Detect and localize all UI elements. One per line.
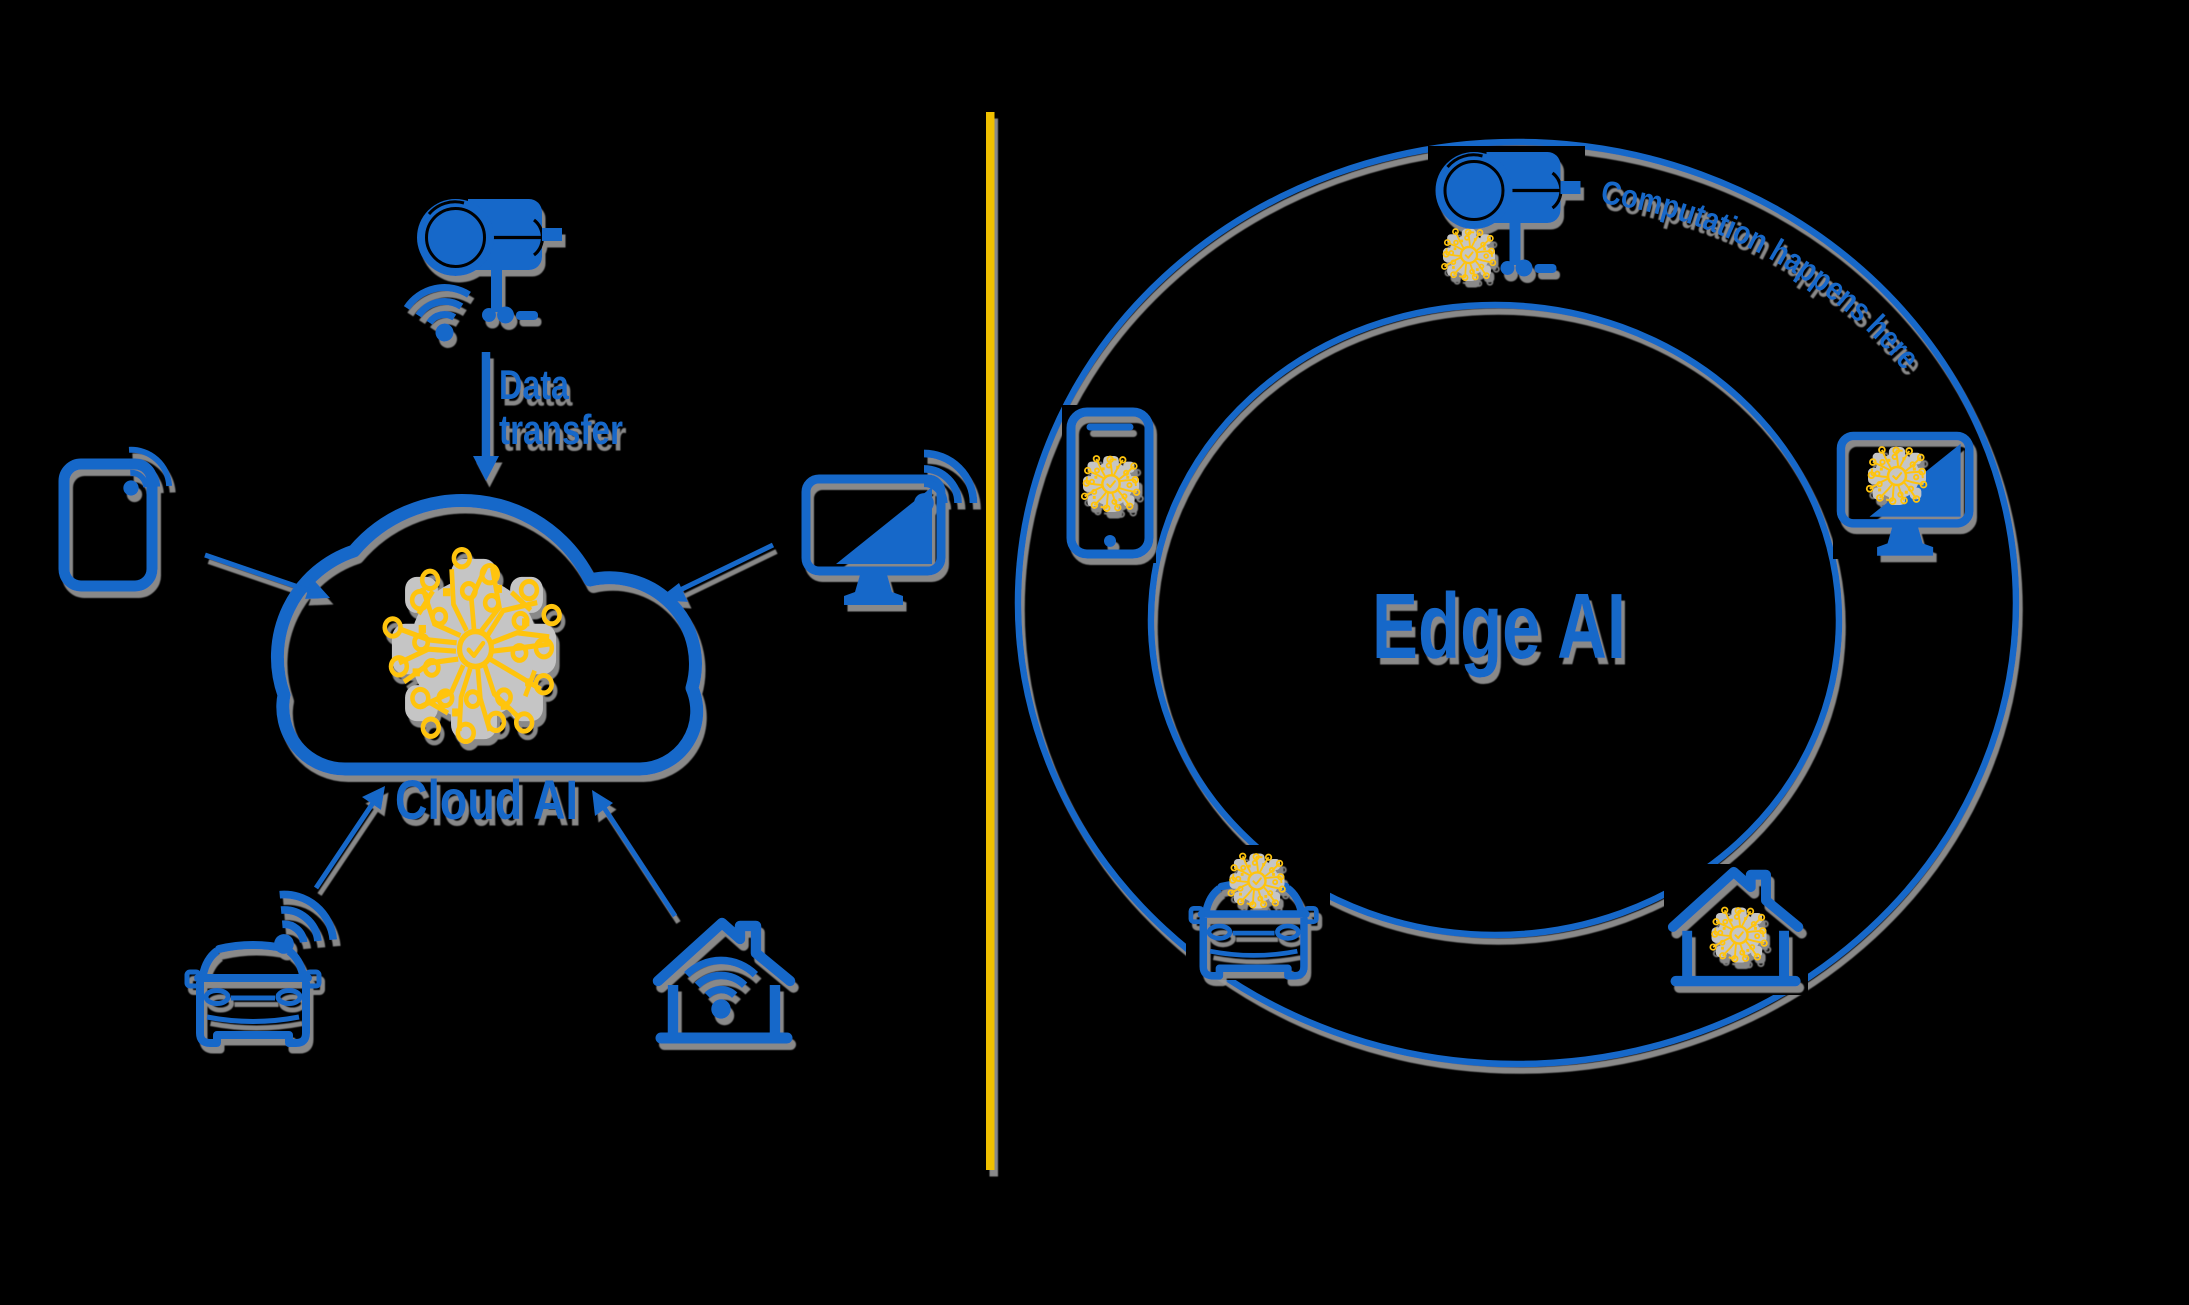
- svg-text:Data: Data: [499, 361, 569, 408]
- svg-text:Cloud AI: Cloud AI: [395, 768, 578, 831]
- svg-text:transfer: transfer: [499, 406, 623, 453]
- svg-text:Edge AI: Edge AI: [1372, 574, 1626, 678]
